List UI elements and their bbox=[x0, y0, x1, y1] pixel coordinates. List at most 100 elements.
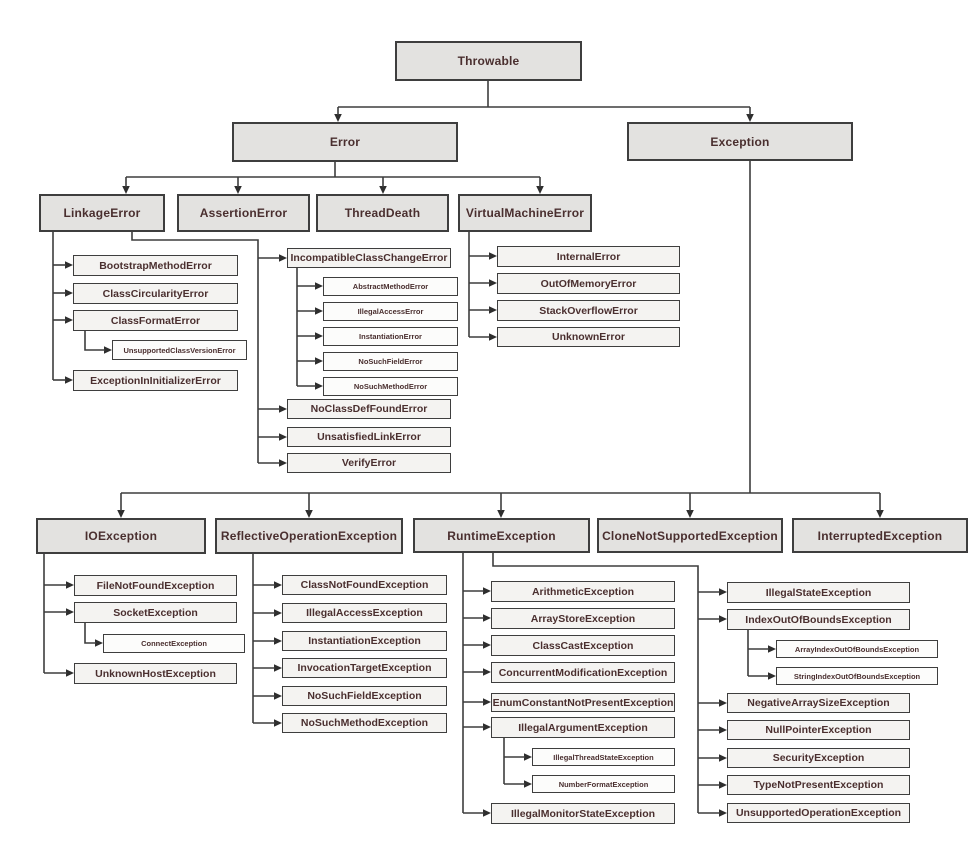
arrowhead bbox=[746, 114, 754, 122]
connector-line bbox=[84, 331, 105, 351]
arrowhead bbox=[719, 726, 727, 734]
node-unsupported-operation-exception: UnsupportedOperationException bbox=[727, 803, 910, 823]
connector-line bbox=[84, 623, 96, 644]
arrowhead bbox=[483, 723, 491, 731]
node-abstract-method-error: AbstractMethodError bbox=[323, 277, 458, 296]
arrowhead bbox=[483, 614, 491, 622]
arrowhead bbox=[524, 753, 532, 761]
arrowhead bbox=[66, 669, 74, 677]
node-unsatisfied-link-error: UnsatisfiedLinkError bbox=[287, 427, 451, 447]
arrowhead bbox=[104, 346, 112, 354]
node-illegal-access-error: IllegalAccessError bbox=[323, 302, 458, 321]
arrowhead bbox=[65, 261, 73, 269]
connector-line bbox=[131, 232, 259, 463]
arrowhead bbox=[65, 316, 73, 324]
node-connect-exception: ConnectException bbox=[103, 634, 245, 653]
node-enum-constant-not-present-exception: EnumConstantNotPresentException bbox=[491, 693, 675, 712]
node-class-format-error: ClassFormatError bbox=[73, 310, 238, 331]
node-type-not-present-exception: TypeNotPresentException bbox=[727, 775, 910, 795]
arrowhead bbox=[279, 254, 287, 262]
node-throwable: Throwable bbox=[395, 41, 582, 81]
arrowhead bbox=[334, 114, 342, 122]
arrowhead bbox=[719, 615, 727, 623]
arrowhead bbox=[719, 699, 727, 707]
node-exception: Exception bbox=[627, 122, 853, 161]
node-socket-exception: SocketException bbox=[74, 602, 237, 623]
arrowhead bbox=[489, 306, 497, 314]
node-internal-error: InternalError bbox=[497, 246, 680, 267]
arrowhead bbox=[315, 382, 323, 390]
arrowhead bbox=[274, 664, 282, 672]
node-stack-overflow-error: StackOverflowError bbox=[497, 300, 680, 321]
arrowhead bbox=[489, 252, 497, 260]
node-security-exception: SecurityException bbox=[727, 748, 910, 768]
node-exception-in-initializer-error: ExceptionInInitializerError bbox=[73, 370, 238, 391]
arrowhead bbox=[234, 186, 242, 194]
arrowhead bbox=[483, 641, 491, 649]
arrowhead bbox=[719, 781, 727, 789]
node-runtime-exception: RuntimeException bbox=[413, 518, 590, 553]
connector-line bbox=[492, 553, 699, 813]
node-class-cast-exception: ClassCastException bbox=[491, 635, 675, 656]
node-illegal-monitor-state-exception: IllegalMonitorStateException bbox=[491, 803, 675, 824]
node-io-exception: IOException bbox=[36, 518, 206, 554]
arrowhead bbox=[315, 357, 323, 365]
node-virtual-machine-error: VirtualMachineError bbox=[458, 194, 592, 232]
arrowhead bbox=[279, 459, 287, 467]
node-negative-array-size-exception: NegativeArraySizeException bbox=[727, 693, 910, 713]
node-class-not-found-exception: ClassNotFoundException bbox=[282, 575, 447, 595]
node-no-such-method-exception: NoSuchMethodException bbox=[282, 713, 447, 733]
arrowhead bbox=[66, 581, 74, 589]
node-no-such-method-error: NoSuchMethodError bbox=[323, 377, 458, 396]
arrowhead bbox=[274, 637, 282, 645]
arrowhead bbox=[483, 587, 491, 595]
node-unknown-error: UnknownError bbox=[497, 327, 680, 347]
node-no-such-field-error: NoSuchFieldError bbox=[323, 352, 458, 371]
node-clone-not-supported-exception: CloneNotSupportedException bbox=[597, 518, 783, 553]
arrowhead bbox=[65, 289, 73, 297]
node-index-out-of-bounds-exception: IndexOutOfBoundsException bbox=[727, 609, 910, 630]
node-assertion-error: AssertionError bbox=[177, 194, 310, 232]
node-arithmetic-exception: ArithmeticException bbox=[491, 581, 675, 602]
node-file-not-found-exception: FileNotFoundException bbox=[74, 575, 237, 596]
arrowhead bbox=[315, 282, 323, 290]
node-unsupported-class-version-error: UnsupportedClassVersionError bbox=[112, 340, 247, 360]
arrowhead bbox=[489, 279, 497, 287]
arrowhead bbox=[95, 639, 103, 647]
arrowhead bbox=[274, 719, 282, 727]
node-invocation-target-exception: InvocationTargetException bbox=[282, 658, 447, 678]
node-interrupted-exception: InterruptedException bbox=[792, 518, 968, 553]
arrowhead bbox=[719, 809, 727, 817]
node-concurrent-modification-exception: ConcurrentModificationException bbox=[491, 662, 675, 683]
node-error: Error bbox=[232, 122, 458, 162]
arrowhead bbox=[489, 333, 497, 341]
arrowhead bbox=[686, 510, 694, 518]
arrowhead bbox=[274, 692, 282, 700]
arrowhead bbox=[315, 307, 323, 315]
node-incompatible-class-change-error: IncompatibleClassChangeError bbox=[287, 248, 451, 268]
arrowhead bbox=[719, 588, 727, 596]
arrowhead bbox=[483, 668, 491, 676]
node-thread-death: ThreadDeath bbox=[316, 194, 449, 232]
arrowhead bbox=[315, 332, 323, 340]
arrowhead bbox=[122, 186, 130, 194]
arrowhead bbox=[274, 609, 282, 617]
arrowhead bbox=[279, 433, 287, 441]
node-reflective-operation-exception: ReflectiveOperationException bbox=[215, 518, 403, 554]
arrowhead bbox=[117, 510, 125, 518]
arrowhead bbox=[719, 754, 727, 762]
node-array-store-exception: ArrayStoreException bbox=[491, 608, 675, 629]
arrowhead bbox=[305, 510, 313, 518]
node-no-class-def-found-error: NoClassDefFoundError bbox=[287, 399, 451, 419]
arrowhead bbox=[483, 809, 491, 817]
arrowhead bbox=[524, 780, 532, 788]
node-number-format-exception: NumberFormatException bbox=[532, 775, 675, 793]
node-string-index-out-of-bounds-exception: StringIndexOutOfBoundsException bbox=[776, 667, 938, 685]
arrowhead bbox=[274, 581, 282, 589]
arrowhead bbox=[876, 510, 884, 518]
node-class-circularity-error: ClassCircularityError bbox=[73, 283, 238, 304]
node-out-of-memory-error: OutOfMemoryError bbox=[497, 273, 680, 294]
node-linkage-error: LinkageError bbox=[39, 194, 165, 232]
